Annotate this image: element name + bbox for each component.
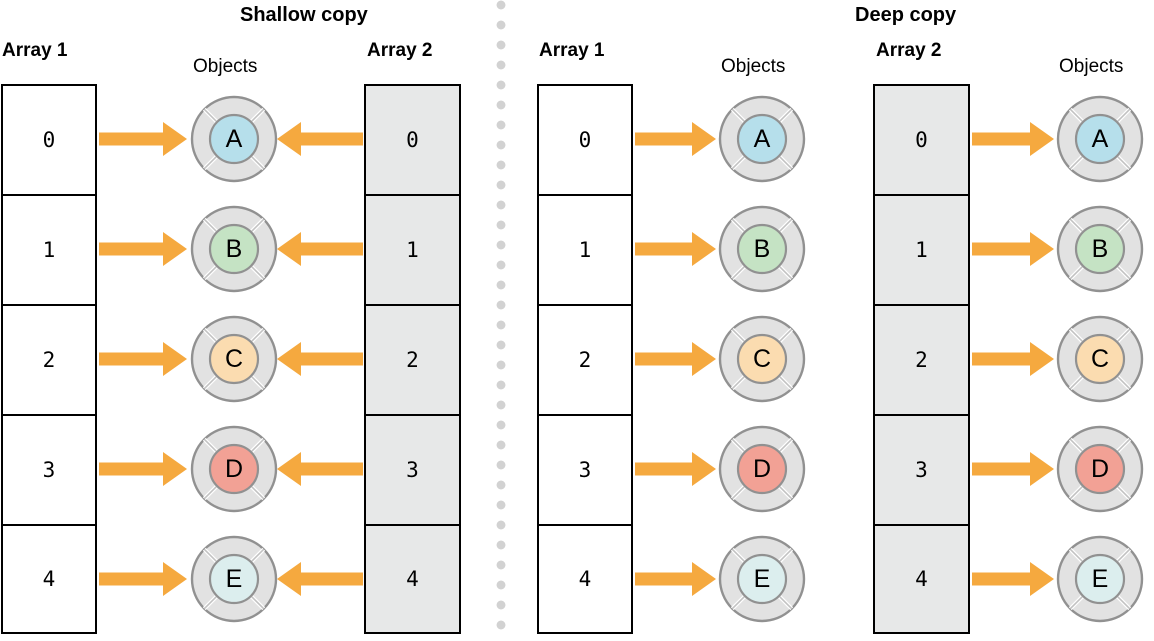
column-heading-objects-6: Objects — [1059, 56, 1124, 77]
arrow-right-deep-a2-to-obj2-row-4 — [972, 562, 1054, 596]
object-wheel-a: AA — [1056, 95, 1144, 183]
svg-text:E: E — [754, 565, 771, 593]
object-wheel-b: BB — [718, 205, 806, 293]
arrow-right-deep-a1-to-obj1-row-4 — [635, 562, 716, 596]
panel-divider-dotted-line — [496, 0, 506, 636]
arrow-right-deep-a1-to-obj1-row-3 — [635, 452, 716, 486]
array-cell: 2 — [873, 304, 970, 414]
arrow-right-deep-a1-to-obj1-row-1 — [635, 232, 716, 266]
object-wheel-d: DD — [718, 425, 806, 513]
svg-text:B: B — [1092, 235, 1109, 263]
svg-text:C: C — [1091, 345, 1109, 373]
object-wheel-a: AA — [718, 95, 806, 183]
arrow-right-deep-a1-to-obj1-row-2 — [635, 342, 716, 376]
array-cell: 4 — [873, 524, 970, 634]
array-cell: 0 — [873, 84, 970, 194]
array-cell: 0 — [364, 84, 461, 194]
object-wheel-a: AA — [190, 95, 278, 183]
arrow-left-shallow-a2-to-obj-row-3 — [277, 452, 363, 486]
arrow-left-shallow-a2-to-obj-row-4 — [277, 562, 363, 596]
svg-text:D: D — [753, 455, 771, 483]
column-heading-array-1-0: Array 1 — [2, 40, 68, 61]
array-cell: 0 — [537, 84, 633, 194]
arrow-right-shallow-a1-to-obj-row-3 — [99, 452, 187, 486]
panel-title-deep: Deep copy — [855, 4, 957, 26]
svg-text:A: A — [754, 125, 771, 153]
column-heading-array-1-3: Array 1 — [539, 40, 605, 61]
object-wheel-e: EE — [1056, 535, 1144, 623]
array-cell: 3 — [364, 414, 461, 524]
array-cell: 2 — [1, 304, 97, 414]
object-wheel-e: EE — [718, 535, 806, 623]
svg-text:E: E — [1092, 565, 1109, 593]
array-cell: 4 — [1, 524, 97, 634]
svg-text:D: D — [1091, 455, 1109, 483]
svg-text:D: D — [225, 455, 243, 483]
arrow-right-deep-a2-to-obj2-row-2 — [972, 342, 1054, 376]
svg-text:B: B — [226, 235, 243, 263]
object-wheel-b: BB — [190, 205, 278, 293]
arrow-right-shallow-a1-to-obj-row-0 — [99, 122, 187, 156]
array-cell: 2 — [537, 304, 633, 414]
object-wheel-d: DD — [190, 425, 278, 513]
object-wheel-b: BB — [1056, 205, 1144, 293]
column-heading-objects-1: Objects — [193, 56, 258, 77]
panel-title-shallow: Shallow copy — [240, 4, 368, 26]
array-cell: 1 — [364, 194, 461, 304]
arrow-left-shallow-a2-to-obj-row-1 — [277, 232, 363, 266]
array-cell: 1 — [537, 194, 633, 304]
array-cell: 3 — [873, 414, 970, 524]
array-cell: 1 — [1, 194, 97, 304]
object-wheel-e: EE — [190, 535, 278, 623]
arrow-right-shallow-a1-to-obj-row-2 — [99, 342, 187, 376]
column-heading-array-2-5: Array 2 — [876, 40, 942, 61]
arrow-right-shallow-a1-to-obj-row-4 — [99, 562, 187, 596]
svg-text:C: C — [225, 345, 243, 373]
object-wheel-c: CC — [718, 315, 806, 403]
array-cell: 3 — [537, 414, 633, 524]
svg-text:B: B — [754, 235, 771, 263]
svg-text:A: A — [226, 125, 243, 153]
arrow-right-deep-a2-to-obj2-row-0 — [972, 122, 1054, 156]
array-cell: 1 — [873, 194, 970, 304]
array-cell: 2 — [364, 304, 461, 414]
object-wheel-c: CC — [190, 315, 278, 403]
svg-text:C: C — [753, 345, 771, 373]
array-cell: 4 — [537, 524, 633, 634]
object-wheel-d: DD — [1056, 425, 1144, 513]
arrow-right-deep-a1-to-obj1-row-0 — [635, 122, 716, 156]
arrow-right-deep-a2-to-obj2-row-1 — [972, 232, 1054, 266]
array-cell: 4 — [364, 524, 461, 634]
svg-text:E: E — [226, 565, 243, 593]
column-heading-array-2-2: Array 2 — [367, 40, 433, 61]
svg-text:A: A — [1092, 125, 1109, 153]
arrow-left-shallow-a2-to-obj-row-2 — [277, 342, 363, 376]
array-cell: 3 — [1, 414, 97, 524]
arrow-right-deep-a2-to-obj2-row-3 — [972, 452, 1054, 486]
array-cell: 0 — [1, 84, 97, 194]
object-wheel-c: CC — [1056, 315, 1144, 403]
arrow-right-shallow-a1-to-obj-row-1 — [99, 232, 187, 266]
arrow-left-shallow-a2-to-obj-row-0 — [277, 122, 363, 156]
column-heading-objects-4: Objects — [721, 56, 786, 77]
